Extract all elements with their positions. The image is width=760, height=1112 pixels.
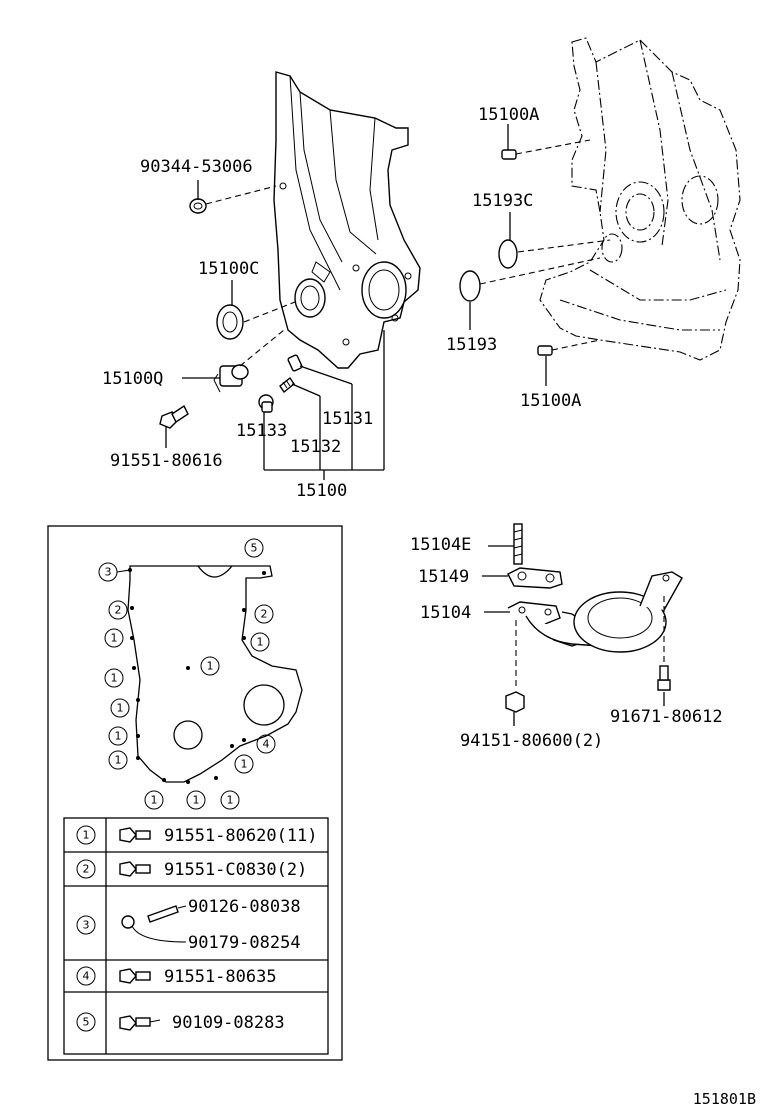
svg-text:1: 1	[227, 794, 234, 807]
svg-text:3: 3	[105, 566, 112, 579]
timing-cover-drawing	[273, 71, 421, 369]
leaders-right	[469, 124, 611, 386]
table-row: 1 91551-80620(11)	[76, 825, 318, 846]
marker-1-circle: 1	[250, 632, 270, 652]
row-key: 5	[83, 1016, 90, 1029]
label-15100: 15100	[296, 481, 347, 501]
leaders-strainer	[482, 545, 665, 726]
label-90344-53006: 90344-53006	[140, 157, 253, 177]
label-15131: 15131	[322, 409, 373, 429]
marker-1-circle: 1	[200, 656, 220, 676]
marker-1-circle: 1	[108, 726, 128, 746]
table-row: 3 90126-08038 90179-08254	[76, 897, 301, 953]
svg-text:1: 1	[193, 794, 200, 807]
row-key: 2	[83, 863, 90, 876]
pin-15131-drawing	[287, 354, 303, 372]
valve-15100q-drawing	[213, 364, 249, 393]
marker-4-circle: 4	[256, 734, 276, 754]
stud-15104e-drawing	[513, 523, 523, 565]
gasket-markers: 5 3 2 1 1 1 1 1 2 1 1 4 1 1 1 1	[98, 538, 276, 810]
marker-5-circle: 5	[244, 538, 264, 558]
marker-1-circle: 1	[104, 628, 124, 648]
svg-text:4: 4	[263, 738, 270, 751]
pin-15100a-top-drawing	[501, 149, 517, 160]
table-row: 5 90109-08283	[76, 1012, 285, 1033]
svg-text:1: 1	[207, 660, 214, 673]
table-row: 4 91551-80635	[76, 966, 277, 987]
row-key: 4	[83, 970, 90, 983]
pin-15100a-bottom-drawing	[537, 345, 553, 356]
marker-2-circle: 2	[254, 604, 274, 624]
oil-seal-15100c-drawing	[216, 304, 244, 340]
part-number: 91551-80620(11)	[164, 826, 318, 846]
marker-1-circle: 1	[110, 698, 130, 718]
stud-15132-drawing	[279, 376, 295, 394]
marker-1-circle: 1	[234, 754, 254, 774]
part-number: 90126-08038	[188, 897, 301, 917]
marker-1-circle: 1	[104, 668, 124, 688]
marker-2-circle: 2	[108, 600, 128, 620]
row-key: 1	[83, 829, 90, 842]
svg-text:2: 2	[261, 608, 268, 621]
part-labels: 90344-53006 15100C 15100Q 91551-80616 15…	[102, 105, 756, 1108]
bolt-table: 1 91551-80620(11) 2 91551-C0830(2) 3 901…	[63, 817, 329, 1055]
label-15100q: 15100Q	[102, 369, 163, 389]
label-15100c: 15100C	[198, 259, 259, 279]
nut-94151-drawing	[505, 691, 525, 713]
bolt-91551-80616-drawing	[159, 404, 189, 429]
marker-1-circle: 1	[108, 750, 128, 770]
svg-text:1: 1	[151, 794, 158, 807]
label-94151-80600: 94151-80600(2)	[460, 731, 603, 751]
seal-90344-drawing	[189, 198, 207, 214]
svg-text:1: 1	[117, 702, 124, 715]
label-15104e: 15104E	[410, 535, 471, 555]
label-15149: 15149	[418, 567, 469, 587]
svg-text:1: 1	[115, 730, 122, 743]
part-number: 91551-80635	[164, 967, 277, 987]
plug-15133-drawing	[258, 394, 274, 413]
oil-strainer-15104-drawing	[507, 571, 683, 653]
part-number: 90179-08254	[188, 933, 301, 953]
svg-text:1: 1	[115, 754, 122, 767]
o-ring-15193c-drawing	[498, 239, 518, 269]
svg-text:5: 5	[251, 542, 258, 555]
svg-text:1: 1	[111, 672, 118, 685]
engine-block-drawing	[539, 37, 741, 361]
marker-3-circle: 3	[98, 562, 118, 582]
figure-id: 151801B	[693, 1090, 756, 1108]
leaders-left	[165, 180, 385, 480]
svg-text:2: 2	[115, 604, 122, 617]
label-15132: 15132	[290, 437, 341, 457]
marker-1-circle: 1	[186, 790, 206, 810]
row-key: 3	[83, 919, 90, 932]
label-91551-80616: 91551-80616	[110, 451, 223, 471]
gasket-box	[47, 525, 343, 1061]
o-ring-15193-drawing	[459, 270, 481, 302]
bolt-91671-drawing	[657, 665, 671, 691]
marker-1-circle: 1	[144, 790, 164, 810]
label-15193: 15193	[446, 335, 497, 355]
svg-text:1: 1	[257, 636, 264, 649]
label-15100a-top: 15100A	[478, 105, 539, 125]
part-number: 90109-08283	[172, 1013, 285, 1033]
label-15104: 15104	[420, 603, 471, 623]
svg-text:1: 1	[241, 758, 248, 771]
label-15100a-bottom: 15100A	[520, 391, 581, 411]
label-15133: 15133	[236, 421, 287, 441]
part-number: 91551-C0830(2)	[164, 860, 307, 880]
table-row: 2 91551-C0830(2)	[76, 859, 307, 880]
label-15193c: 15193C	[472, 191, 533, 211]
gasket-15149-drawing	[507, 567, 563, 589]
marker-1-circle: 1	[220, 790, 240, 810]
label-91671-80612: 91671-80612	[610, 707, 723, 727]
svg-text:1: 1	[111, 632, 118, 645]
